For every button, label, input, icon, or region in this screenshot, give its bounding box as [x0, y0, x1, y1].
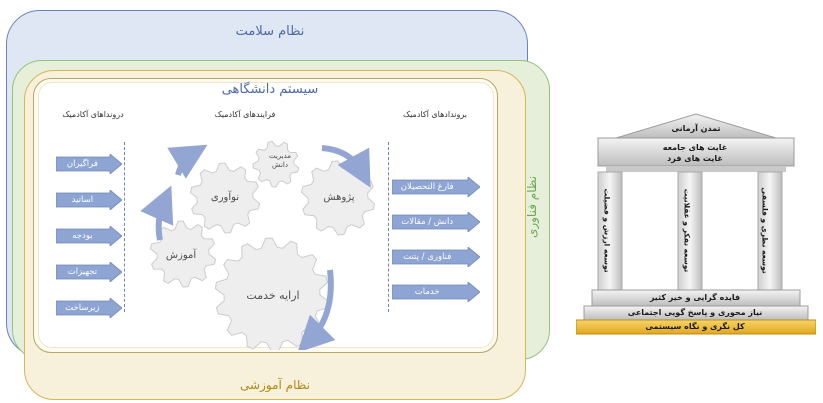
- output-arrow: دانش / مقالات: [392, 212, 480, 232]
- education-system-title: نظام آموزشی: [240, 378, 310, 392]
- gear-label-knowledge-management: مدیریت دانش: [268, 152, 292, 169]
- temple-illustration: [576, 113, 816, 335]
- temple-goals-society: غایت های جامعه: [662, 143, 728, 152]
- output-label: فارغ التحصیلان: [400, 182, 454, 192]
- temple-pillar-left-label: توسعه ارزش و فضیلت: [602, 188, 612, 273]
- cycle-arrow-left-lower: [140, 185, 174, 241]
- output-label: دانش / مقالات: [401, 217, 454, 227]
- input-arrow: بودجه: [56, 226, 122, 246]
- input-label: بودجه: [72, 231, 93, 241]
- university-system-title: سیستم دانشگاهی: [221, 82, 319, 97]
- gear-innovation: [189, 162, 261, 234]
- gear-label-innovation: نوآوری: [210, 192, 240, 203]
- outputs-separator: [388, 142, 389, 312]
- input-label: اساتید: [71, 195, 94, 205]
- output-arrow: فارغ التحصیلان: [392, 177, 480, 197]
- temple-architrave: [606, 166, 786, 172]
- temple-column-left: [597, 171, 623, 291]
- temple-column-middle: [677, 171, 703, 291]
- temple-top-label: تمدن آرمانی: [671, 124, 721, 133]
- temple-pillar-middle-label: توسعه تفکر و عقلانیت: [682, 188, 692, 273]
- input-label: فراگیران: [66, 159, 98, 169]
- input-arrow: زیرساخت: [56, 298, 122, 318]
- output-label: خدمات: [414, 287, 440, 297]
- temple-pillar-right-label: توسعه نظری و فلسفی: [760, 187, 770, 274]
- temple-base-line2: نیاز محوری و پاسخ گویی اجتماعی: [627, 308, 763, 317]
- technology-system-title: نظام فناوری: [525, 175, 539, 239]
- gear-education: [149, 220, 217, 288]
- cycle-arrow-bottom: [297, 269, 336, 350]
- output-label: فناوری / پتنت: [403, 252, 452, 262]
- temple-goals-individual: غایت های فرد: [667, 154, 723, 163]
- processes-header: فرایندهای آکادمیک: [214, 110, 276, 119]
- input-arrow: فراگیران: [56, 154, 122, 174]
- cycle-arrow-left: [167, 144, 208, 179]
- inputs-header: درونداهای آکادمیک: [62, 110, 124, 119]
- process-gears-diagram: [140, 140, 376, 350]
- temple-column-right: [757, 171, 783, 291]
- inputs-separator: [124, 142, 125, 312]
- outputs-header: بروندادهای آکادمیک: [402, 110, 468, 119]
- input-arrow: اساتید: [56, 190, 122, 210]
- output-arrow: فناوری / پتنت: [392, 247, 480, 267]
- temple-base-line1: فایده گرایی و خیر کثیر: [649, 293, 741, 302]
- gear-label-service: ارایه خدمت: [246, 289, 300, 302]
- output-arrow: خدمات: [392, 282, 480, 302]
- input-label: زیرساخت: [65, 303, 100, 313]
- gear-label-research: پژوهش: [323, 192, 355, 203]
- input-label: تجهیزات: [67, 267, 98, 277]
- gear-label-education: آموزش: [165, 250, 197, 261]
- temple-entablature: [597, 137, 795, 167]
- temple-base-gold: [576, 319, 816, 335]
- health-system-title: نظام سلامت: [235, 24, 305, 39]
- cycle-arrow-top: [321, 145, 371, 188]
- input-arrow: تجهیزات: [56, 262, 122, 282]
- temple-base-line3: کل نگری و نگاه سیستمی: [645, 322, 745, 331]
- gear-knowledge-management: [252, 140, 300, 188]
